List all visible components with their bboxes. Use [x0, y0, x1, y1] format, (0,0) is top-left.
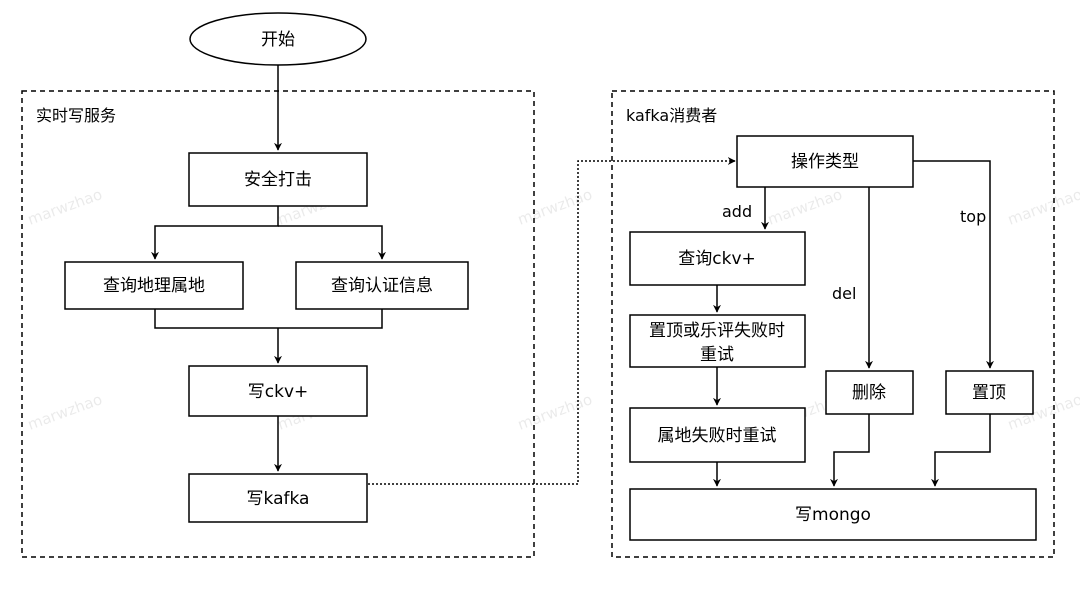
node-query-ckv-label: 查询ckv+ — [678, 249, 756, 269]
group-title-realtime-service: 实时写服务 — [36, 106, 116, 125]
watermark: marwzhao — [515, 390, 594, 434]
node-query-geo-label: 查询地理属地 — [103, 276, 205, 296]
node-security — [188, 152, 368, 207]
node-query-auth-label: 查询认证信息 — [331, 276, 433, 296]
node-retry-geo-label: 属地失败时重试 — [658, 426, 777, 446]
edges-left — [151, 65, 386, 472]
group-kafka-consumer — [611, 90, 1055, 558]
node-write-mongo-label: 写mongo — [795, 505, 871, 525]
edge-kafka-to-consumer — [368, 157, 736, 485]
node-pin-top — [945, 370, 1034, 415]
edge-optype-top — [913, 160, 994, 369]
edge-label-top: top — [960, 207, 986, 226]
node-security-label: 安全打击 — [244, 170, 312, 190]
node-write-ckv-label: 写ckv+ — [248, 382, 309, 402]
node-query-geo — [64, 261, 244, 310]
edge-label-del: del — [832, 284, 856, 303]
edges-right — [713, 160, 994, 487]
node-write-kafka-label: 写kafka — [247, 489, 310, 509]
group-title-kafka-consumer: kafka消费者 — [626, 106, 717, 125]
node-delete-label: 删除 — [852, 383, 886, 403]
watermark: marwzhao — [25, 185, 104, 229]
node-op-type — [736, 135, 914, 188]
watermark: marwzhao — [515, 185, 594, 229]
edge-label-add: add — [722, 202, 752, 221]
node-retry-geo — [629, 407, 806, 463]
node-delete — [825, 370, 914, 415]
edge-delete-mongo — [830, 414, 870, 487]
node-start-label: 开始 — [261, 30, 295, 50]
node-query-ckv — [629, 231, 806, 286]
node-write-kafka — [188, 473, 368, 523]
edge-merge — [154, 309, 383, 329]
node-query-auth — [295, 261, 469, 310]
node-retry-top-label-2: 重试 — [700, 345, 734, 365]
node-retry-top-label-1: 置顶或乐评失败时 — [649, 321, 785, 341]
watermark: marwzhao — [1005, 185, 1080, 229]
watermark: marwzhao — [25, 390, 104, 434]
edge-security-geo — [151, 206, 279, 260]
edge-pintop-mongo — [931, 414, 991, 487]
node-retry-top — [629, 314, 806, 368]
node-pin-top-label: 置顶 — [972, 383, 1006, 403]
node-write-ckv — [188, 365, 368, 417]
watermark: marwzhao — [765, 185, 844, 229]
node-op-type-label: 操作类型 — [791, 152, 859, 172]
node-write-mongo — [629, 488, 1037, 541]
edge-security-auth — [278, 225, 386, 260]
node-start — [189, 12, 367, 66]
